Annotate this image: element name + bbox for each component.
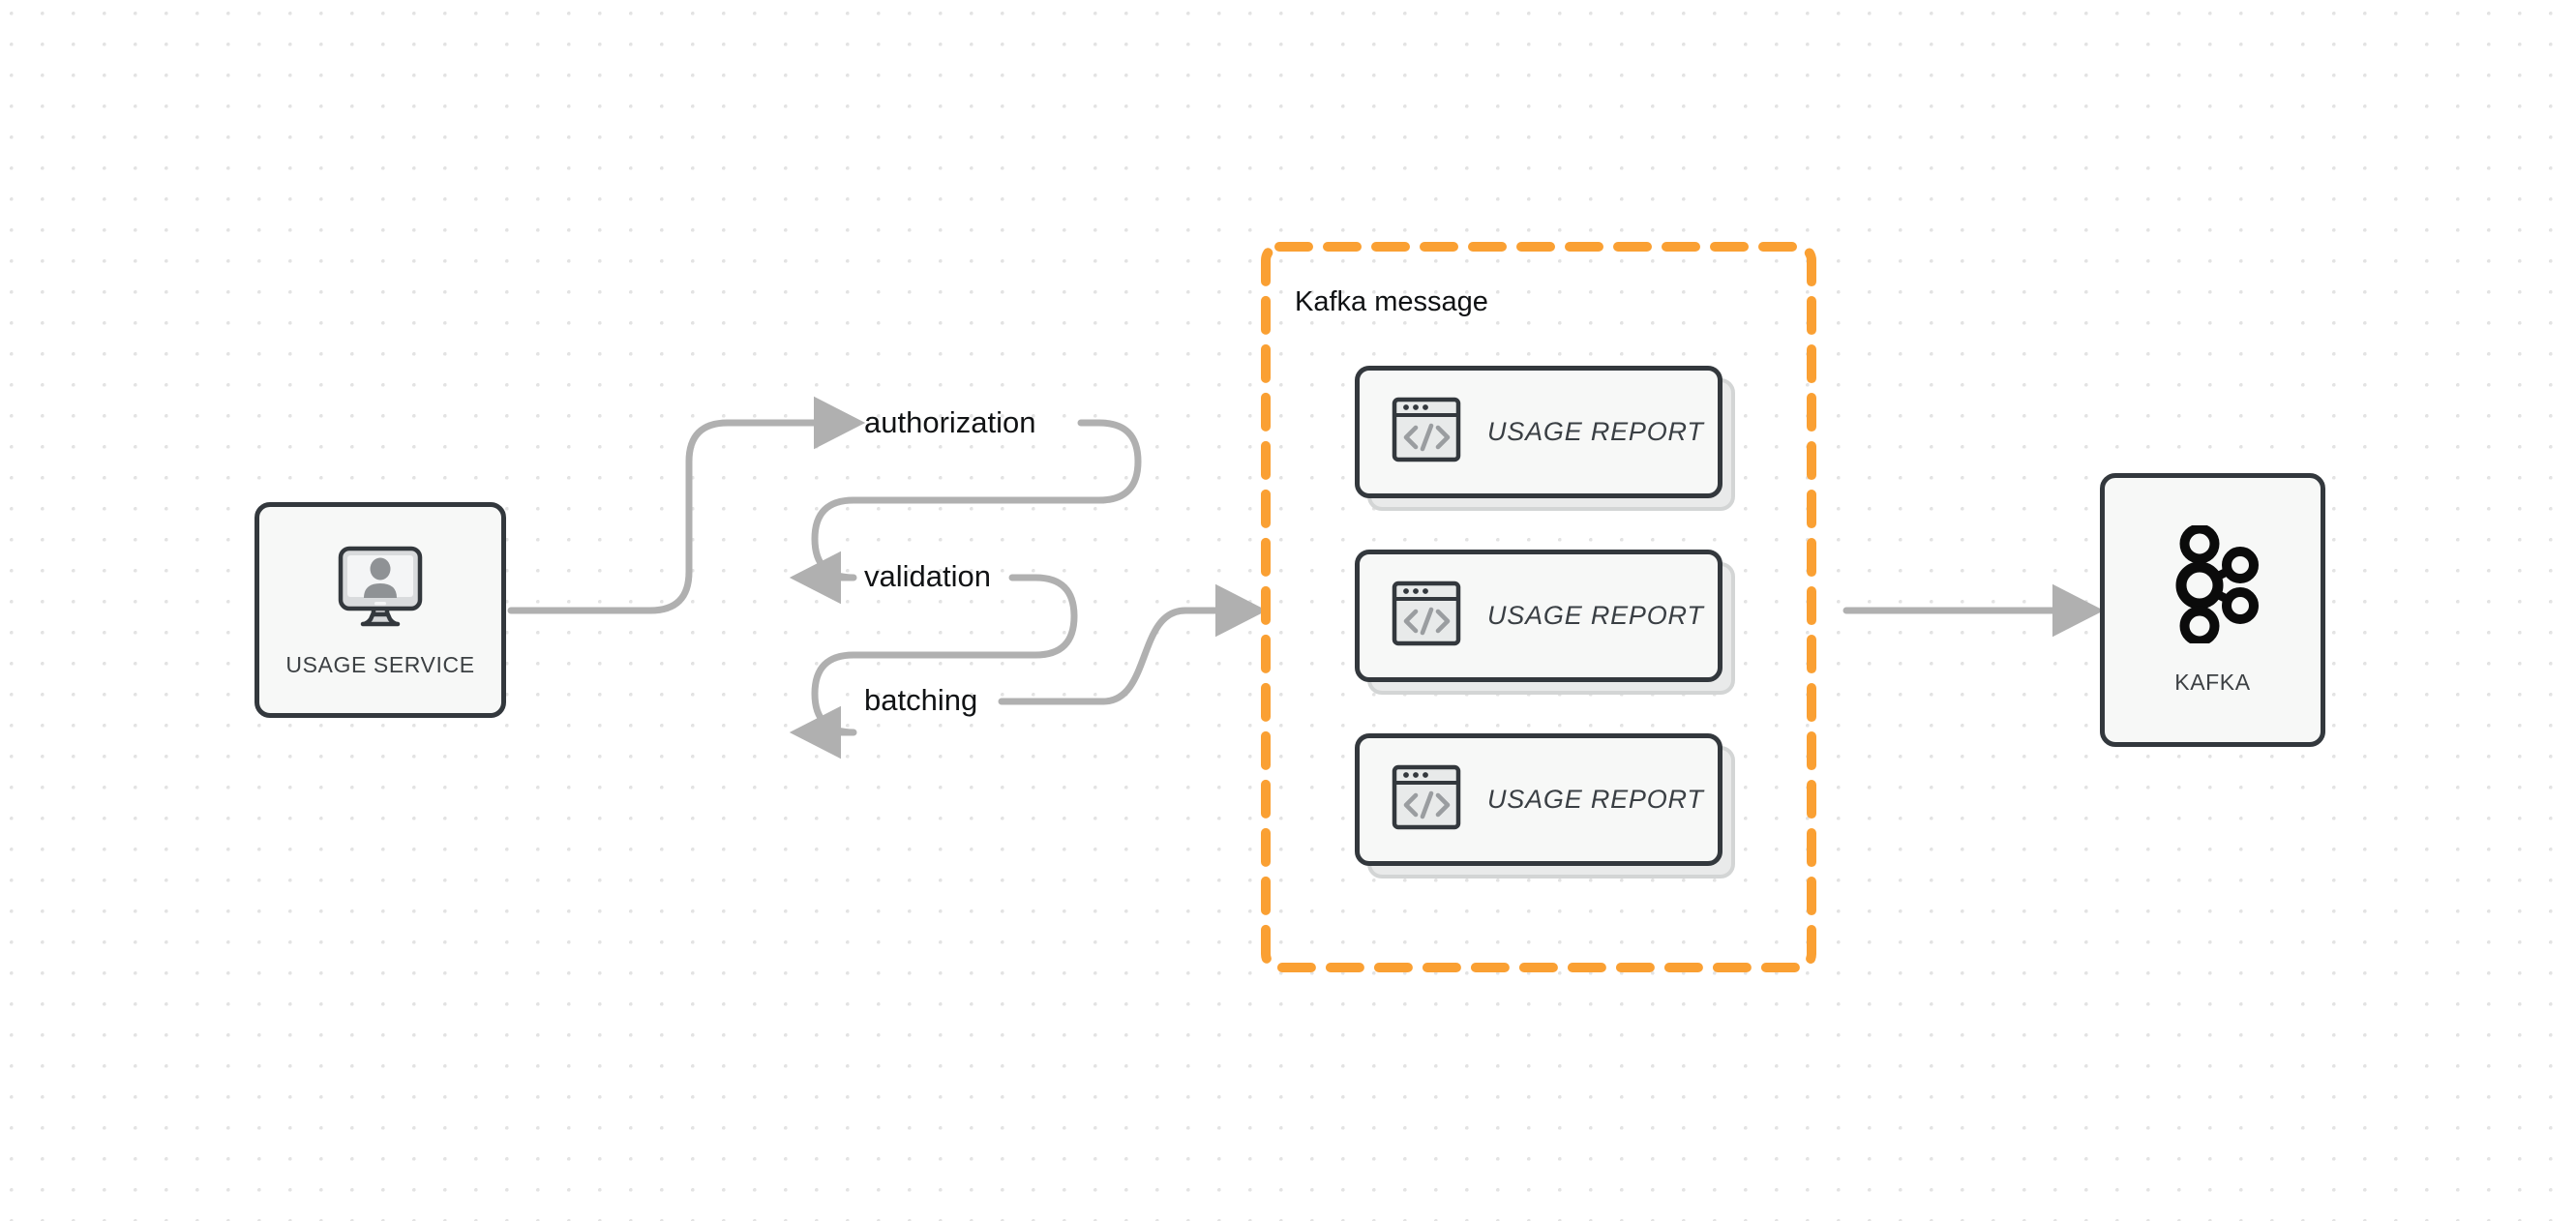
usage-report-card[interactable]: USAGE REPORT — [1355, 366, 1722, 498]
usage-report-card-label: USAGE REPORT — [1487, 601, 1704, 630]
node-usage-service-label: USAGE SERVICE — [285, 651, 475, 677]
connector-usage-service-to-authorization — [507, 396, 866, 614]
flow-label-authorization: authorization — [864, 405, 1036, 439]
code-window-icon — [1392, 762, 1461, 837]
connector-authorization-to-validation — [789, 419, 1142, 605]
list-item[interactable]: USAGE REPORT — [1355, 366, 1735, 511]
code-window-icon — [1392, 579, 1461, 653]
flow-label-validation: validation — [864, 559, 991, 593]
usage-report-card[interactable]: USAGE REPORT — [1355, 733, 1722, 866]
node-usage-service[interactable]: USAGE SERVICE — [255, 502, 506, 718]
list-item[interactable]: USAGE REPORT — [1355, 550, 1735, 695]
flow-label-batching: batching — [864, 683, 978, 717]
connector-batching-to-kafka-message — [998, 583, 1268, 705]
code-window-icon — [1392, 395, 1461, 469]
node-kafka[interactable]: KAFKA — [2100, 473, 2325, 747]
usage-report-card[interactable]: USAGE REPORT — [1355, 550, 1722, 682]
group-kafka-message[interactable]: Kafka message — [1261, 242, 1816, 972]
node-kafka-label: KAFKA — [2174, 669, 2251, 695]
list-item[interactable]: USAGE REPORT — [1355, 733, 1735, 879]
usage-report-card-label: USAGE REPORT — [1487, 785, 1704, 814]
usage-report-card-label: USAGE REPORT — [1487, 417, 1704, 446]
monitor-user-icon — [334, 543, 427, 637]
kafka-logo-icon — [2163, 523, 2263, 648]
group-title: Kafka message — [1295, 286, 1488, 317]
